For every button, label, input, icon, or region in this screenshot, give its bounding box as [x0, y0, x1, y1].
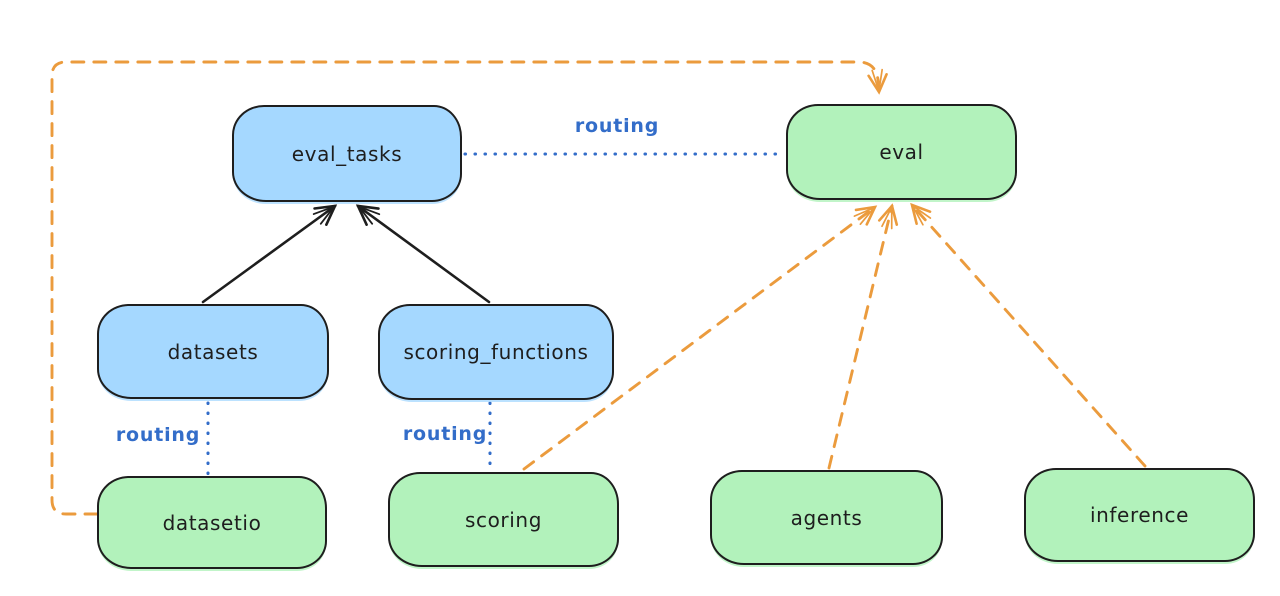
node-datasetio-label: datasetio: [162, 510, 262, 535]
edge-scoring-functions-to-eval-tasks: [355, 204, 491, 304]
edge-label-routing-eval-tasks-eval: routing: [574, 115, 660, 137]
node-eval-tasks: eval_tasks: [232, 105, 462, 202]
node-scoring-functions-label: scoring_functions: [403, 340, 589, 364]
node-scoring-functions: scoring_functions: [378, 304, 614, 400]
node-agents-label: agents: [790, 505, 863, 530]
edge-scoring-to-eval: [522, 205, 878, 471]
edge-agents-to-eval: [827, 203, 899, 470]
node-agents: agents: [710, 470, 943, 565]
edge-datasetio-to-eval-loop: [50, 60, 888, 516]
node-inference-label: inference: [1089, 503, 1190, 527]
edge-label-routing-scoring-functions-scoring: routing: [402, 423, 488, 445]
node-scoring-label: scoring: [464, 507, 542, 532]
node-datasets-label: datasets: [167, 339, 259, 364]
edge-inference-to-eval: [910, 202, 1147, 468]
edge-datasets-to-eval-tasks: [201, 204, 338, 304]
node-inference: inference: [1024, 468, 1255, 562]
node-scoring: scoring: [388, 472, 619, 567]
node-eval-label: eval: [879, 140, 924, 164]
node-datasets: datasets: [97, 304, 329, 399]
edge-label-routing-datasets-datasetio: routing: [115, 424, 201, 446]
node-eval-tasks-label: eval_tasks: [291, 141, 403, 166]
node-datasetio: datasetio: [97, 476, 327, 569]
node-eval: eval: [786, 104, 1017, 200]
